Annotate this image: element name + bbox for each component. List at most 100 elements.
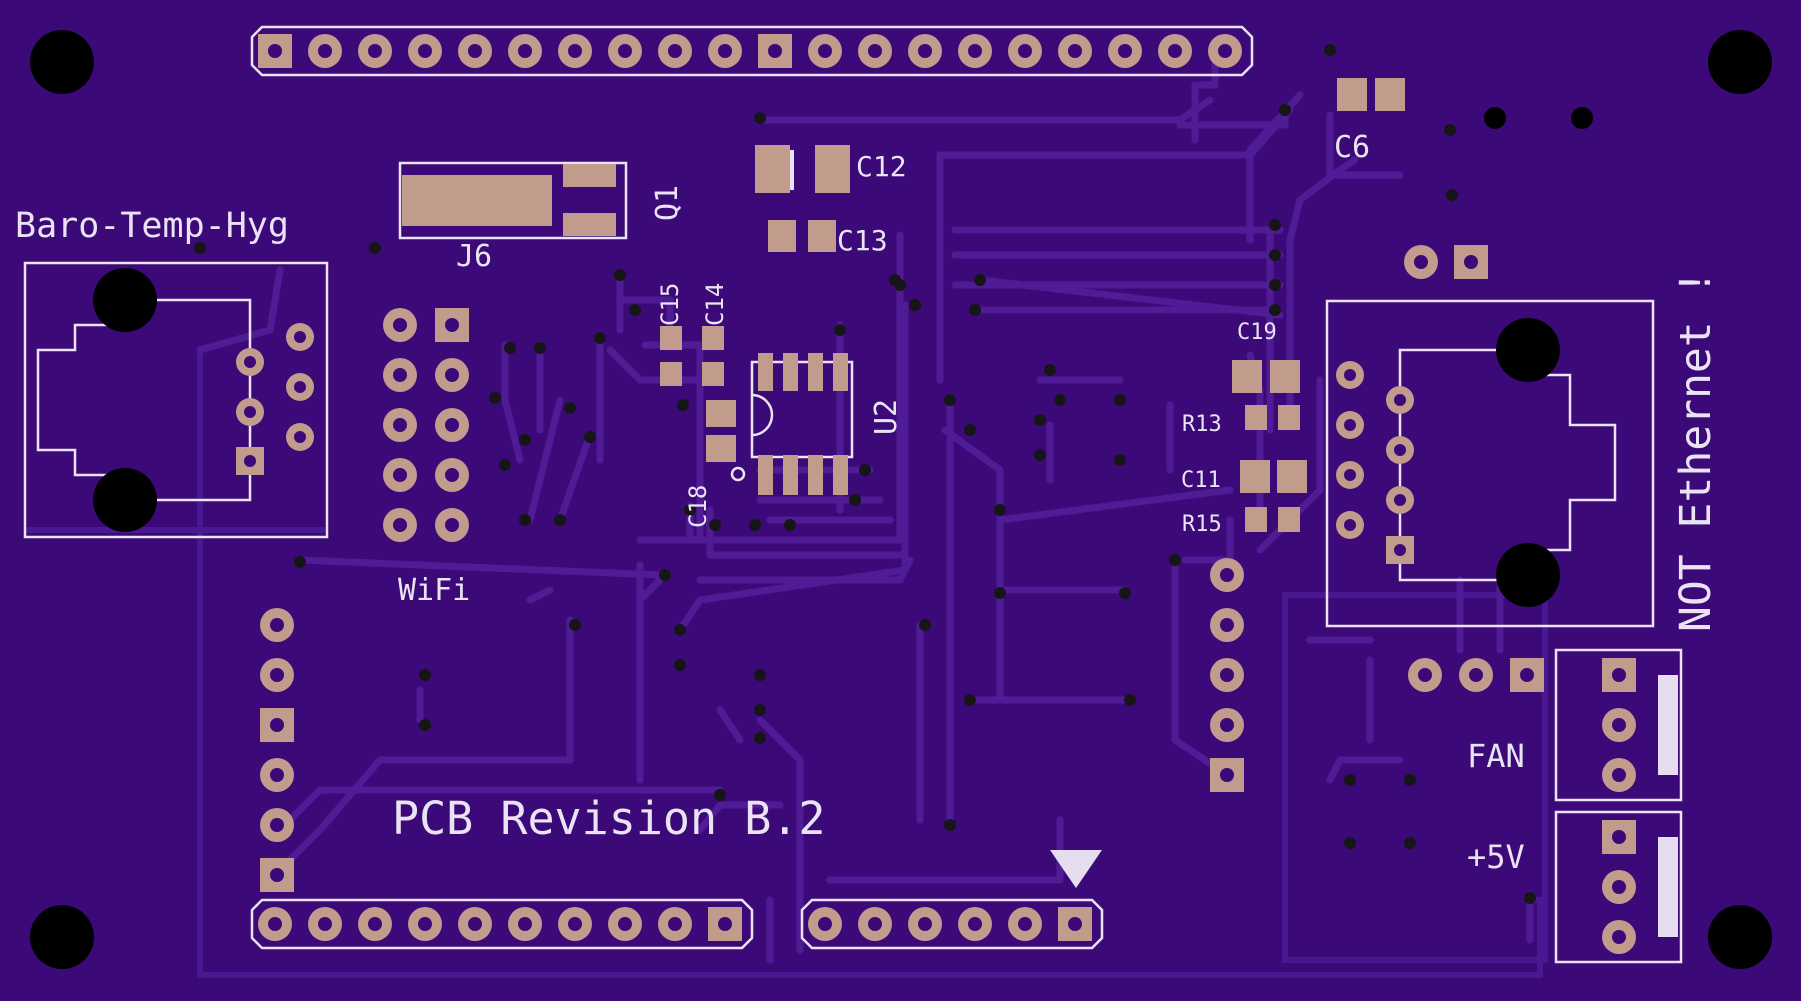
- label-r15: R15: [1182, 512, 1222, 537]
- pin-drill: [768, 44, 782, 58]
- pin1-marker-triangle: [1050, 850, 1102, 888]
- c6-cap: [1337, 78, 1405, 111]
- vias: [194, 44, 1536, 904]
- mounting-hole-bl: [30, 905, 94, 969]
- pin-drill: [1220, 618, 1234, 632]
- label-c14: C14: [701, 283, 729, 326]
- left-vertical-header: [260, 608, 294, 892]
- label-c12: C12: [856, 150, 907, 183]
- mounting-hole-tl: [30, 30, 94, 94]
- pin-drill: [270, 818, 284, 832]
- pin-drill: [268, 44, 282, 58]
- label-wifi: WiFi: [398, 573, 470, 608]
- pin-drill: [270, 668, 284, 682]
- pin-drill: [368, 917, 382, 931]
- pin-drill: [445, 318, 459, 332]
- label-plus5v: +5V: [1467, 838, 1525, 876]
- wifi-header: [383, 308, 469, 542]
- label-j6: J6: [456, 239, 492, 274]
- pin-drill: [468, 44, 482, 58]
- pin-drill: [818, 44, 832, 58]
- plus5v-connector: [1554, 810, 1683, 964]
- label-c19: C19: [1237, 320, 1277, 345]
- label-c11: C11: [1181, 468, 1221, 493]
- pin-drill: [468, 917, 482, 931]
- right-smd: [1232, 360, 1307, 532]
- pin-drill: [668, 44, 682, 58]
- pin-drill: [1018, 917, 1032, 931]
- traces: [196, 46, 1534, 964]
- pin-drill: [868, 917, 882, 931]
- pin-drill: [1220, 668, 1234, 682]
- two-pin-header: [1404, 245, 1488, 279]
- ethernet-style-connector: [1325, 299, 1655, 628]
- pin-drill: [918, 44, 932, 58]
- pin-drill: [393, 318, 407, 332]
- mounting-hole-tr: [1708, 30, 1772, 94]
- right-vertical-header: [1210, 558, 1244, 792]
- pin-drill: [568, 44, 582, 58]
- label-q1: Q1: [650, 185, 685, 221]
- label-not-ethernet: NOT Ethernet !: [1671, 270, 1721, 632]
- pin-drill: [1118, 44, 1132, 58]
- pin-drill: [418, 917, 432, 931]
- label-c18: C18: [684, 485, 712, 528]
- pin-drill: [1220, 568, 1234, 582]
- pin-drill: [270, 618, 284, 632]
- pin-drill: [1068, 44, 1082, 58]
- pin-drill: [393, 468, 407, 482]
- pin-drill: [968, 917, 982, 931]
- label-c6: C6: [1334, 130, 1370, 165]
- pin-drill: [318, 917, 332, 931]
- mounting-holes: [30, 30, 1772, 969]
- pin-drill: [1220, 768, 1234, 782]
- pin-drill: [568, 917, 582, 931]
- u2-chip: [730, 353, 854, 495]
- pin-drill: [270, 768, 284, 782]
- pin-drill: [270, 868, 284, 882]
- label-u2: U2: [869, 399, 904, 435]
- label-fan: FAN: [1467, 737, 1525, 775]
- label-c15: C15: [656, 283, 684, 326]
- pin-drill: [393, 518, 407, 532]
- smd-caps: [660, 145, 850, 462]
- label-r13: R13: [1182, 412, 1222, 437]
- pin-drill: [445, 418, 459, 432]
- pin-drill: [718, 917, 732, 931]
- pin-drill: [518, 917, 532, 931]
- mounting-hole-br: [1708, 905, 1772, 969]
- pin-drill: [668, 917, 682, 931]
- pin-drill: [1068, 917, 1082, 931]
- pin-drill: [1168, 44, 1182, 58]
- pin-drill: [518, 44, 532, 58]
- pin-drill: [393, 368, 407, 382]
- label-baro: Baro-Temp-Hyg: [15, 206, 289, 246]
- pin-drill: [1018, 44, 1032, 58]
- pin-drill: [1218, 44, 1232, 58]
- pin-drill: [968, 44, 982, 58]
- pin-drill: [868, 44, 882, 58]
- pin-drill: [918, 917, 932, 931]
- header-outlines: [250, 25, 1254, 950]
- pin-drill: [818, 917, 832, 931]
- pin-drill: [718, 44, 732, 58]
- pin-drill: [618, 44, 632, 58]
- baro-connector: [23, 261, 329, 539]
- pin-drill: [445, 468, 459, 482]
- pin-drill: [268, 917, 282, 931]
- fan-connector: [1554, 648, 1683, 802]
- pin-drill: [270, 718, 284, 732]
- label-pcb-revision: PCB Revision B.2: [392, 792, 825, 845]
- j6-component: [398, 161, 628, 240]
- pin-drill: [393, 418, 407, 432]
- label-c13: C13: [837, 224, 888, 257]
- header-pins: [258, 34, 1242, 941]
- pin-drill: [318, 44, 332, 58]
- three-pin-header: [1408, 658, 1544, 692]
- pin-drill: [618, 917, 632, 931]
- pin-drill: [418, 44, 432, 58]
- pin-drill: [1220, 718, 1234, 732]
- pin-drill: [445, 518, 459, 532]
- pin-drill: [368, 44, 382, 58]
